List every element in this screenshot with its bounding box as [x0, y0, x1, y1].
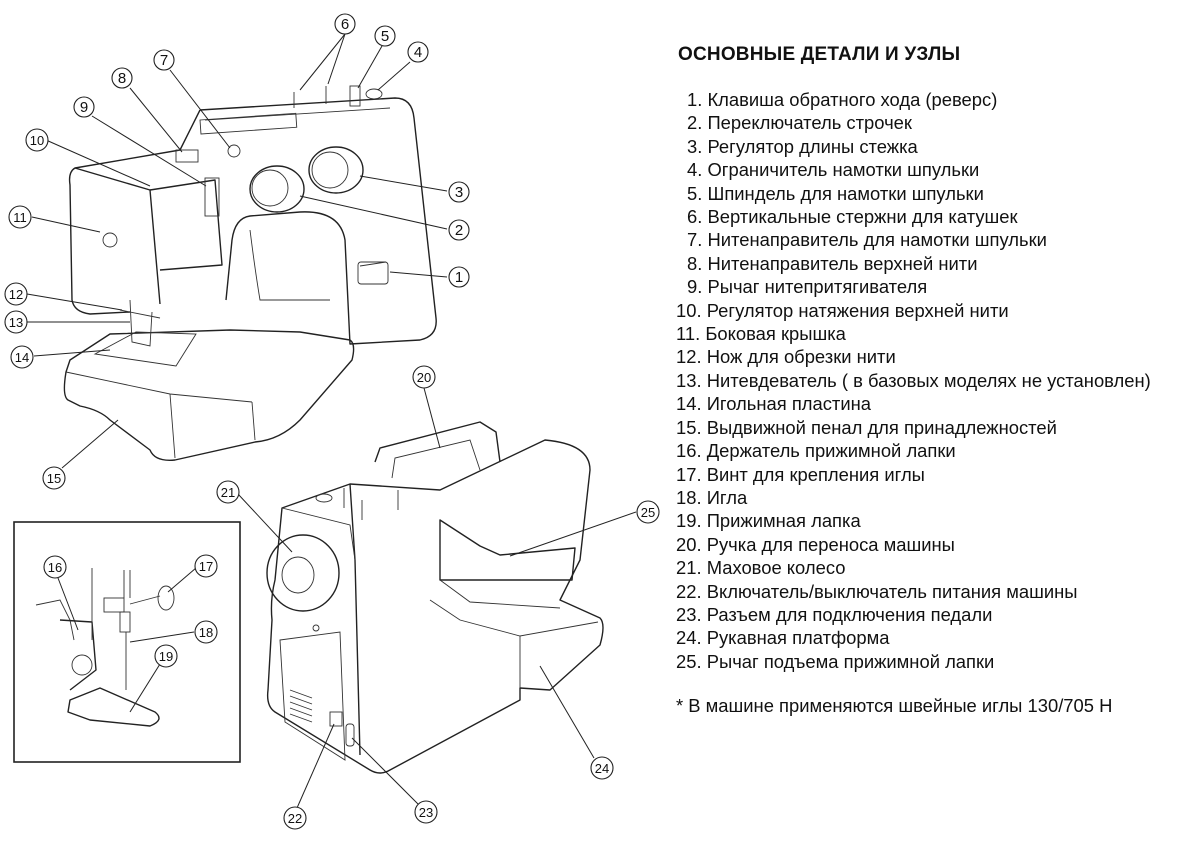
- footnote: * В машине применяются швейные иглы 130/…: [676, 695, 1113, 717]
- list-item: 18. Игла: [676, 486, 748, 508]
- list-item: 25. Рычаг подъема прижимной лапки: [676, 650, 995, 672]
- parts-list: 1. Клавиша обратного хода (реверс) 2. Пе…: [676, 88, 1186, 673]
- parts-legend: ОСНОВНЫЕ ДЕТАЛИ И УЗЛЫ 1. Клавиша обратн…: [676, 44, 1186, 717]
- list-item: 6. Вертикальные стержни для катушек: [687, 206, 1018, 228]
- svg-text:7: 7: [160, 52, 168, 69]
- callout-10: 10: [25, 128, 49, 152]
- callout-13: 13: [4, 310, 28, 334]
- callout-14: 14: [10, 345, 34, 369]
- list-item: 10. Регулятор натяжения верхней нити: [676, 299, 1009, 321]
- list-item: 23. Разъем для подключения педали: [676, 603, 993, 625]
- front-view-machine: [63, 85, 437, 461]
- callout-11: 11: [8, 205, 32, 229]
- list-item: 9. Рычаг нитепритягивателя: [687, 276, 928, 298]
- svg-text:25: 25: [641, 505, 655, 520]
- leader-lines: [26, 33, 637, 809]
- list-item: 24. Рукавная платформа: [676, 627, 890, 649]
- callout-7: 7: [153, 49, 175, 71]
- list-item: 12. Нож для обрезки нити: [676, 346, 896, 368]
- callout-1: 1: [448, 266, 470, 288]
- svg-text:19: 19: [159, 649, 173, 664]
- callout-8: 8: [111, 67, 133, 89]
- callout-3: 3: [448, 181, 470, 203]
- list-item: 14. Игольная пластина: [676, 393, 872, 415]
- callout-24: 24: [590, 756, 614, 780]
- svg-text:11: 11: [13, 210, 27, 225]
- list-item: 20. Ручка для переноса машины: [676, 533, 955, 555]
- svg-text:5: 5: [381, 28, 389, 45]
- list-item: 3. Регулятор длины стежка: [687, 135, 918, 157]
- svg-text:1: 1: [455, 269, 463, 286]
- callout-25: 25: [636, 500, 660, 524]
- callout-22: 22: [283, 806, 307, 830]
- list-item: 4. Ограничитель намотки шпульки: [687, 159, 980, 181]
- list-item: 2. Переключатель строчек: [687, 112, 912, 134]
- svg-text:8: 8: [118, 70, 126, 87]
- svg-text:10: 10: [30, 133, 44, 148]
- callout-18: 18: [194, 620, 218, 644]
- svg-text:17: 17: [199, 559, 213, 574]
- callout-12: 12: [4, 282, 28, 306]
- callout-16: 16: [43, 555, 67, 579]
- callout-17: 17: [194, 554, 218, 578]
- list-item: 5. Шпиндель для намотки шпульки: [687, 182, 984, 204]
- list-item: 7. Нитенаправитель для намотки шпульки: [687, 229, 1047, 251]
- list-item: 13. Нитевдеватель ( в базовых моделях не…: [676, 369, 1151, 391]
- callout-21: 21: [216, 480, 240, 504]
- svg-text:16: 16: [48, 560, 62, 575]
- svg-text:14: 14: [15, 350, 29, 365]
- list-item: 21. Маховое колесо: [676, 557, 846, 579]
- svg-text:20: 20: [417, 370, 431, 385]
- back-view-machine: [266, 421, 604, 774]
- svg-text:2: 2: [455, 222, 463, 239]
- svg-text:18: 18: [199, 625, 213, 640]
- svg-text:24: 24: [595, 761, 609, 776]
- callout-2: 2: [448, 219, 470, 241]
- callout-9: 9: [73, 96, 95, 118]
- svg-text:6: 6: [341, 16, 349, 33]
- svg-text:23: 23: [419, 805, 433, 820]
- svg-text:9: 9: [80, 99, 88, 116]
- callout-20: 20: [412, 365, 436, 389]
- callout-15: 15: [42, 466, 66, 490]
- svg-text:4: 4: [414, 44, 422, 61]
- callout-23: 23: [414, 800, 438, 824]
- inset-frame: [13, 521, 241, 763]
- svg-text:22: 22: [288, 811, 302, 826]
- diagram-svg: 1 2 3 4 5 6 7 8 9 10 11 12 13 14 15 16 1…: [4, 13, 660, 830]
- legend-title: ОСНОВНЫЕ ДЕТАЛИ И УЗЛЫ: [678, 44, 961, 65]
- list-item: 8. Нитенаправитель верхней нити: [687, 252, 978, 274]
- list-item: 1. Клавиша обратного хода (реверс): [687, 89, 998, 110]
- callout-4: 4: [407, 41, 429, 63]
- svg-text:12: 12: [9, 287, 23, 302]
- svg-text:3: 3: [455, 184, 463, 201]
- list-item: 16. Держатель прижимной лапки: [676, 440, 956, 462]
- svg-text:13: 13: [9, 315, 23, 330]
- list-item: 19. Прижимная лапка: [676, 510, 861, 532]
- list-item: 22. Включатель/выключатель питания машин…: [676, 580, 1078, 602]
- list-item: 17. Винт для крепления иглы: [676, 463, 925, 485]
- sewing-machine-diagram: 1 2 3 4 5 6 7 8 9 10 11 12 13 14 15 16 1…: [4, 13, 660, 830]
- svg-text:21: 21: [221, 485, 235, 500]
- inset-needle-area: [35, 568, 175, 727]
- callout-5: 5: [374, 25, 396, 47]
- callout-19: 19: [154, 644, 178, 668]
- list-item: 11. Боковая крышка: [676, 323, 846, 345]
- list-item: 15. Выдвижной пенал для принадлежностей: [676, 416, 1057, 438]
- callout-6: 6: [334, 13, 356, 35]
- svg-text:15: 15: [47, 471, 61, 486]
